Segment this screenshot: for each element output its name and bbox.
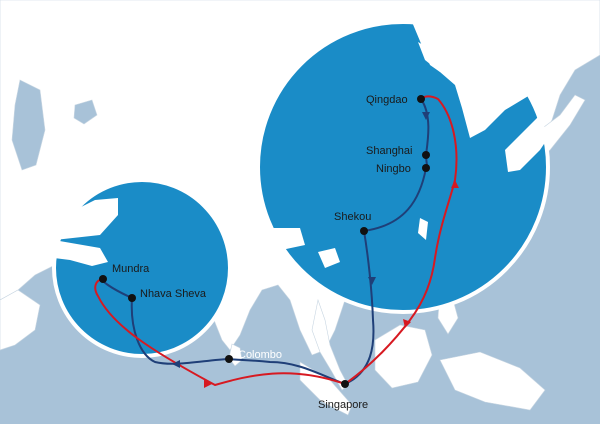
inset-arabian-coast (54, 198, 118, 240)
inset-india (52, 178, 232, 358)
arrow-blue-south-2 (368, 277, 376, 285)
arrow-red-north-2 (451, 180, 459, 188)
port-nhava-sheva-marker[interactable] (128, 294, 136, 302)
caspian-sea (11, 79, 46, 171)
arrow-red-east (204, 380, 212, 388)
port-shekou-marker[interactable] (360, 227, 368, 235)
label-mundra: Mundra (112, 263, 150, 275)
inset-taiwan (418, 218, 428, 240)
route-eastbound (94, 95, 458, 386)
label-qingdao: Qingdao (366, 94, 408, 106)
label-colombo: Colombo (238, 349, 282, 361)
aral-sea (73, 99, 98, 125)
label-singapore: Singapore (318, 399, 368, 411)
label-shanghai: Shanghai (366, 145, 413, 157)
port-qingdao-marker[interactable] (417, 95, 425, 103)
inset-east-asia (256, 20, 550, 314)
arrow-red-north-1 (403, 319, 411, 328)
label-nhava-sheva: Nhava Sheva (140, 288, 207, 300)
label-ningbo: Ningbo (376, 163, 411, 175)
label-shekou: Shekou (334, 211, 371, 223)
land-borneo (374, 324, 433, 389)
port-mundra-marker[interactable] (99, 275, 107, 283)
inset-liaodong (418, 42, 440, 72)
port-labels: Qingdao Shanghai Ningbo Shekou Singapore… (112, 94, 413, 411)
inset-japan (505, 80, 548, 172)
land-indonesia-east (439, 351, 546, 411)
arrow-blue-south-1 (422, 112, 430, 120)
arrow-blue-west (172, 360, 180, 368)
port-singapore-marker[interactable] (341, 380, 349, 388)
port-colombo-marker[interactable] (225, 355, 233, 363)
inset-pakistan-coast (54, 240, 108, 266)
land-arabia (0, 289, 41, 351)
port-ningbo-marker[interactable] (422, 164, 430, 172)
ports (99, 95, 430, 388)
port-shanghai-marker[interactable] (422, 151, 430, 159)
inset-hainan (318, 248, 340, 268)
